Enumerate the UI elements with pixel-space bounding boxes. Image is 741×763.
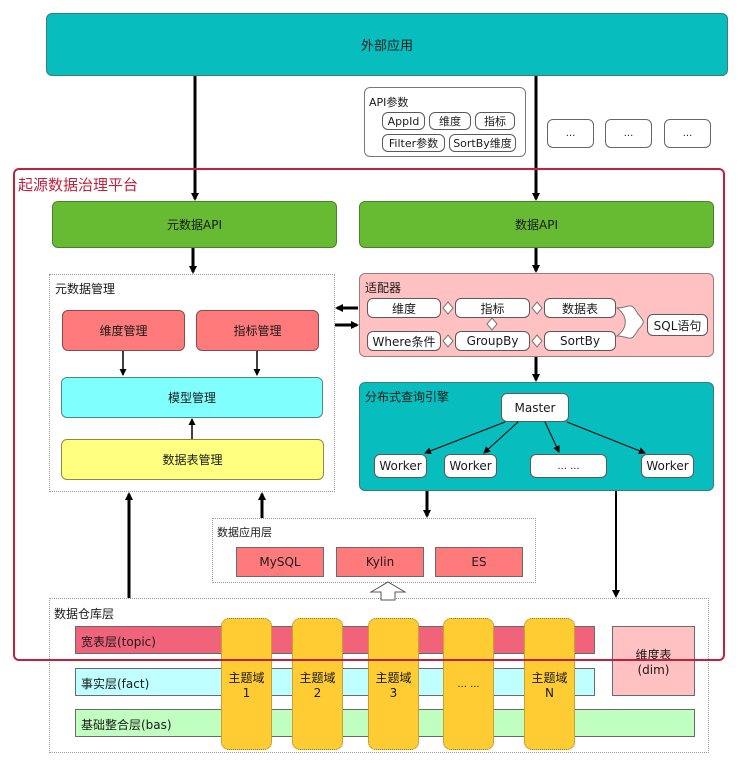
api-more-box-1: ... (547, 119, 594, 148)
layer-fact-label: 事实层(fact) (81, 677, 150, 691)
model-mgmt-box: 模型管理 (61, 377, 323, 418)
domain-name: 主题域 (228, 670, 265, 685)
metadata-mgmt-title: 元数据管理 (55, 282, 116, 296)
domain-2: 主题域 2 (292, 618, 343, 750)
layer-topic-label: 宽表层(topic) (81, 635, 156, 649)
api-params-title: API参数 (369, 96, 409, 109)
domain-name: ... ... (457, 678, 480, 690)
worker-node-more: ... ... (530, 454, 607, 478)
metadata-mgmt-container: 元数据管理 (49, 274, 335, 492)
adapter-item-sortby: SortBy (544, 331, 616, 351)
domain-name: 主题域 (375, 670, 412, 685)
api-params-box: API参数 AppId 维度 指标 Filter参数 SortBy维度 (364, 87, 526, 157)
domain-1: 主题域 1 (221, 618, 272, 750)
app-mysql: MySQL (236, 547, 324, 577)
adapter-item-groupby: GroupBy (455, 331, 530, 351)
external-app-box: 外部应用 (46, 13, 728, 76)
data-api-box: 数据API (359, 201, 714, 248)
table-mgmt-label: 数据表管理 (162, 453, 223, 467)
domain-name: 主题域 (299, 670, 336, 685)
domain-name: 主题域 (531, 670, 568, 685)
worker-node-n: Worker (641, 454, 694, 478)
api-param-sortby: SortBy维度 (449, 134, 516, 152)
domain-id: N (545, 685, 554, 700)
adapter-item-where: Where条件 (367, 331, 441, 351)
api-more-box-3: ... (664, 119, 711, 148)
app-es: ES (435, 547, 523, 577)
api-param-metric: 指标 (475, 112, 515, 130)
ellipsis-text: ... (565, 128, 576, 139)
ellipsis-text: ... (682, 128, 693, 139)
worker-node-2: Worker (444, 454, 497, 478)
worker-node-1: Worker (374, 454, 427, 478)
external-app-label: 外部应用 (360, 39, 413, 54)
dimension-mgmt-label: 维度管理 (99, 324, 148, 338)
metadata-api-box: 元数据API (52, 201, 337, 248)
platform-title: 起源数据治理平台 (18, 176, 139, 194)
adapter-title: 适配器 (365, 281, 402, 295)
dim-table-label: 维度表 (635, 647, 672, 662)
adapter-item-dimension: 维度 (367, 298, 441, 318)
domain-n: 主题域 N (524, 618, 575, 750)
data-api-label: 数据API (515, 218, 558, 232)
domain-more: ... ... (443, 618, 494, 750)
warehouse-title: 数据仓库层 (54, 607, 115, 621)
metadata-api-label: 元数据API (167, 218, 222, 232)
model-mgmt-label: 模型管理 (167, 391, 216, 405)
layer-bas-label: 基础整合层(bas) (81, 718, 172, 732)
metric-mgmt-label: 指标管理 (233, 324, 282, 338)
api-param-dimension: 维度 (429, 112, 471, 130)
adapter-item-table: 数据表 (544, 298, 616, 318)
domain-id: 2 (313, 685, 322, 700)
api-param-filter: Filter参数 (382, 134, 445, 152)
app-layer-title: 数据应用层 (217, 526, 272, 539)
master-node: Master (501, 393, 569, 422)
table-mgmt-box: 数据表管理 (61, 439, 324, 480)
dim-table-box: 维度表 (dim) (612, 626, 695, 696)
query-engine-title: 分布式查询引擎 (365, 390, 450, 404)
domain-id: 1 (242, 685, 251, 700)
adapter-output-sql: SQL语句 (647, 314, 708, 336)
domain-id: 3 (389, 685, 398, 700)
ellipsis-text: ... (623, 128, 634, 139)
api-more-box-2: ... (605, 119, 652, 148)
domain-3: 主题域 3 (368, 618, 419, 750)
dim-table-sublabel: (dim) (637, 662, 670, 677)
dimension-mgmt-box: 维度管理 (62, 310, 185, 351)
api-param-appid: AppId (382, 112, 425, 130)
adapter-item-metric: 指标 (455, 298, 530, 318)
metric-mgmt-box: 指标管理 (196, 310, 319, 351)
app-kylin: Kylin (336, 547, 424, 577)
